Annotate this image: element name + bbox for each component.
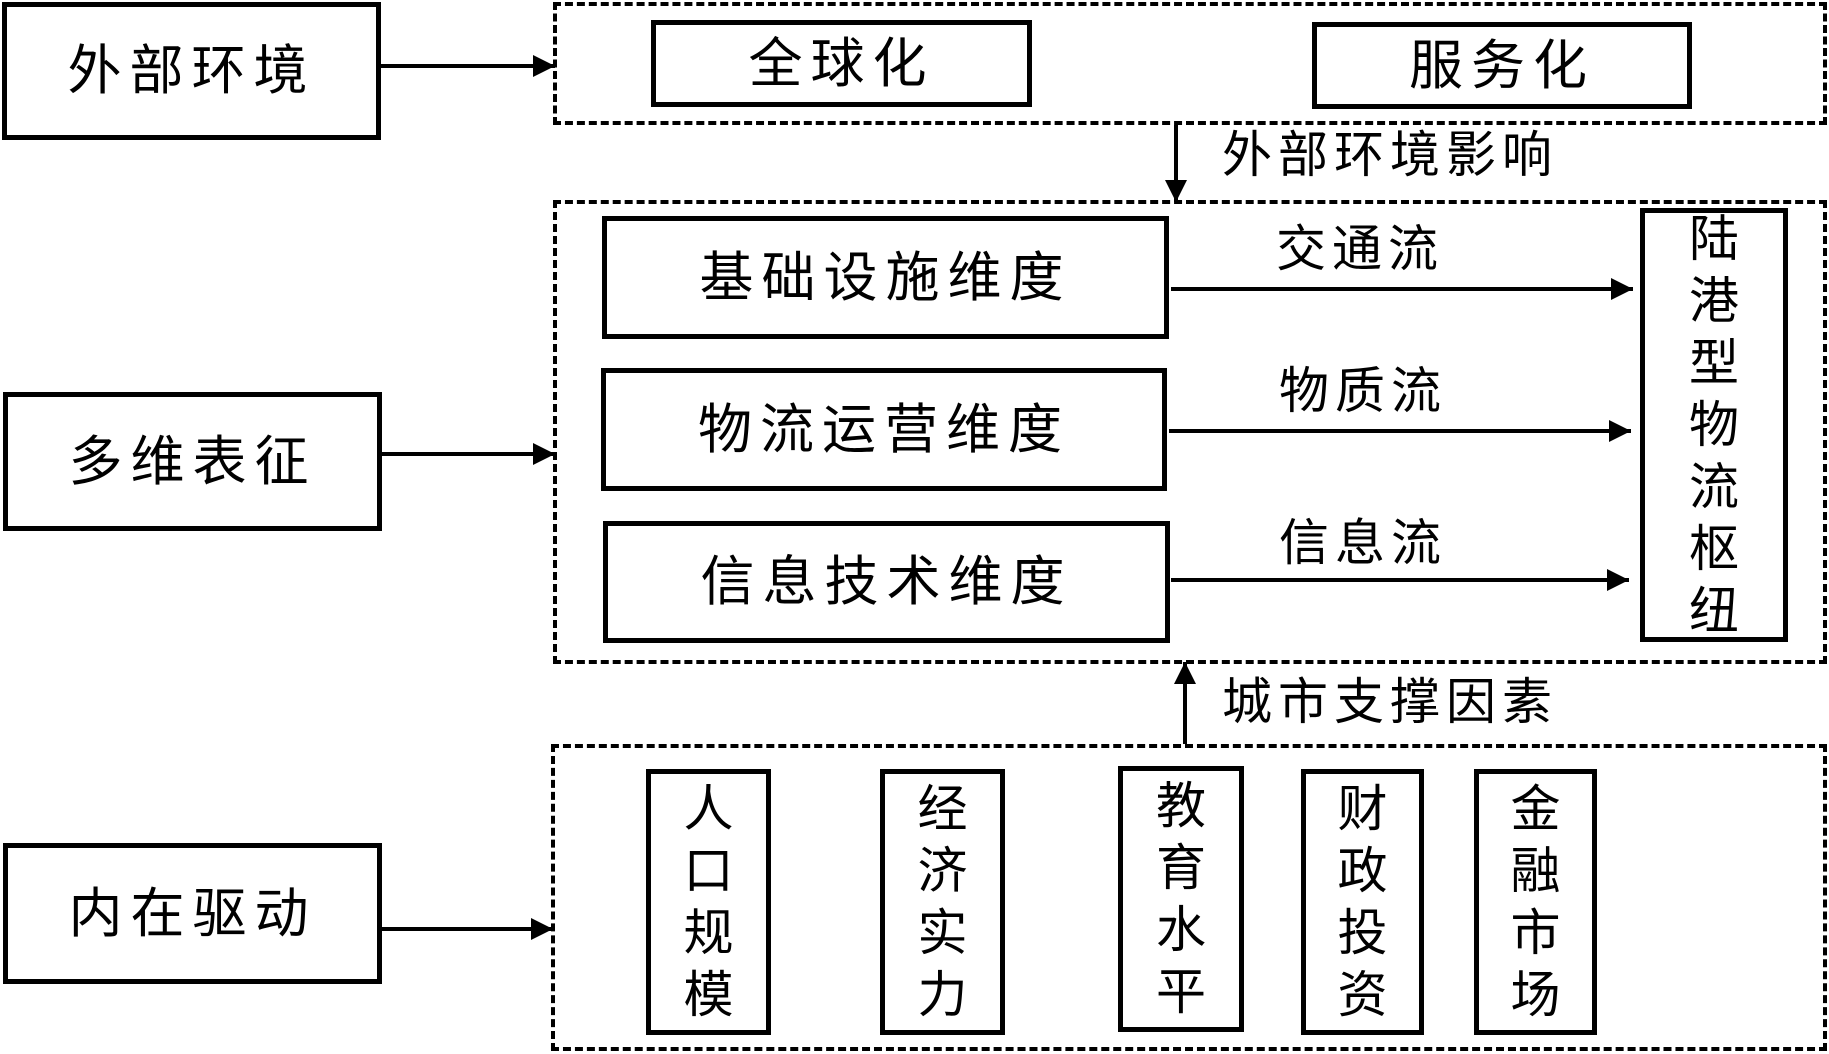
external-environment-group [553,2,1827,125]
internal-driver-label: 内在驱动 [68,881,317,945]
external-environment-box: 外部环境 [2,2,381,140]
traffic-flow-label: 交通流 [1276,220,1444,278]
vertical-glyph: 枢 [1689,520,1739,578]
factor-box-financial-market: 金融市场 [1474,769,1597,1035]
vertical-glyph: 口 [683,842,734,900]
information-technology-dimension-label: 信息技术维度 [700,550,1073,613]
vertical-glyph: 平 [1156,963,1206,1021]
vertical-glyph: 市 [1510,904,1561,962]
logistics-operation-dimension-box: 物流运营维度 [601,368,1167,491]
vertical-glyph: 模 [683,966,734,1024]
vertical-glyph: 实 [917,904,968,962]
vertical-glyph: 纽 [1689,582,1739,640]
vertical-glyph: 融 [1510,842,1561,900]
external-influence-label: 外部环境影响 [1222,126,1558,184]
dry-port-logistics-hub-box: 陆港型物流枢纽 [1640,208,1788,642]
factor-box-economy: 经济实力 [880,769,1005,1035]
multi-dimension-label: 多维表征 [68,429,317,493]
factor-box-education: 教育水平 [1118,766,1244,1032]
vertical-glyph: 陆 [1689,210,1739,268]
vertical-glyph: 金 [1510,780,1561,838]
vertical-glyph: 教 [1156,777,1206,835]
vertical-glyph: 经 [917,780,968,838]
vertical-glyph: 育 [1156,839,1206,897]
logistics-operation-dimension-label: 物流运营维度 [698,397,1070,461]
globalization-box: 全球化 [651,20,1032,107]
vertical-glyph: 物 [1689,396,1739,454]
factor-box-fiscal-investment: 财政投资 [1301,769,1424,1035]
information-technology-dimension-box: 信息技术维度 [603,521,1170,643]
vertical-glyph: 规 [683,904,734,962]
vertical-glyph: 水 [1156,901,1206,959]
vertical-glyph: 资 [1337,966,1388,1024]
dry-port-logistics-hub-label: 陆港型物流枢纽 [1689,208,1739,642]
servitization-label: 服务化 [1409,33,1595,97]
vertical-glyph: 财 [1337,780,1388,838]
servitization-box: 服务化 [1312,22,1692,109]
infrastructure-dimension-box: 基础设施维度 [602,216,1169,339]
vertical-glyph: 投 [1337,904,1388,962]
external-environment-label: 外部环境 [67,39,316,102]
vertical-glyph: 济 [917,842,968,900]
factor-label-education: 教育水平 [1156,775,1206,1023]
factor-label-economy: 经济实力 [918,778,968,1026]
vertical-glyph: 场 [1510,966,1561,1024]
vertical-glyph: 力 [917,966,968,1024]
globalization-label: 全球化 [748,31,935,95]
information-flow-label: 信息流 [1279,514,1447,572]
vertical-glyph: 人 [683,780,734,838]
vertical-glyph: 政 [1337,842,1388,900]
infrastructure-dimension-label: 基础设施维度 [699,245,1072,309]
multi-dimension-box: 多维表征 [3,392,382,531]
vertical-glyph: 流 [1689,458,1739,516]
material-flow-label: 物质流 [1279,362,1447,420]
urban-support-factors-label: 城市支撑因素 [1222,673,1558,731]
factor-label-financial-market: 金融市场 [1511,778,1561,1026]
factor-box-population: 人口规模 [646,769,771,1035]
internal-drivers-group [551,744,1827,1051]
internal-driver-box: 内在驱动 [3,843,382,984]
factor-label-population: 人口规模 [684,778,734,1026]
vertical-glyph: 型 [1689,334,1739,392]
factor-label-fiscal-investment: 财政投资 [1338,778,1388,1026]
vertical-glyph: 港 [1689,272,1739,330]
